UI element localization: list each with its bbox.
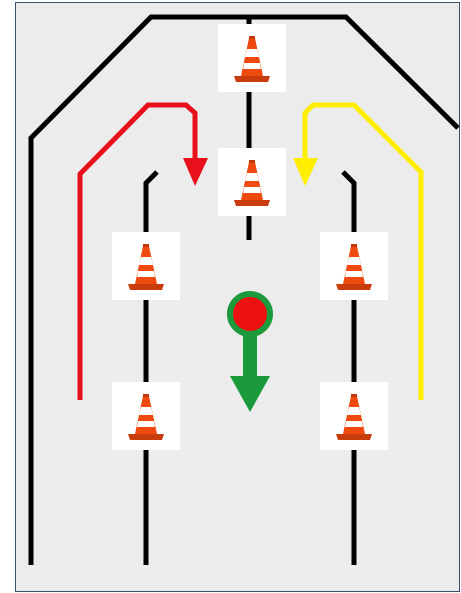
cone-lower-right [320, 382, 388, 450]
traffic-cone-icon [320, 232, 388, 300]
straight-down-arrow [230, 330, 270, 412]
cone-top-center [218, 24, 286, 92]
traffic-cone-icon [218, 148, 286, 216]
cone-mid-center [218, 148, 286, 216]
traffic-cone-icon [112, 232, 180, 300]
cone-lower-left [112, 382, 180, 450]
inner-right-lane-line [343, 172, 354, 565]
traffic-cone-icon [112, 382, 180, 450]
cone-upper-right [320, 232, 388, 300]
outer-boundary-line [31, 17, 458, 565]
traffic-cone-icon [320, 382, 388, 450]
traffic-cone-icon [218, 24, 286, 92]
cone-upper-left [112, 232, 180, 300]
inner-left-lane-line [146, 172, 157, 565]
red-dot-marker-icon [230, 294, 270, 334]
